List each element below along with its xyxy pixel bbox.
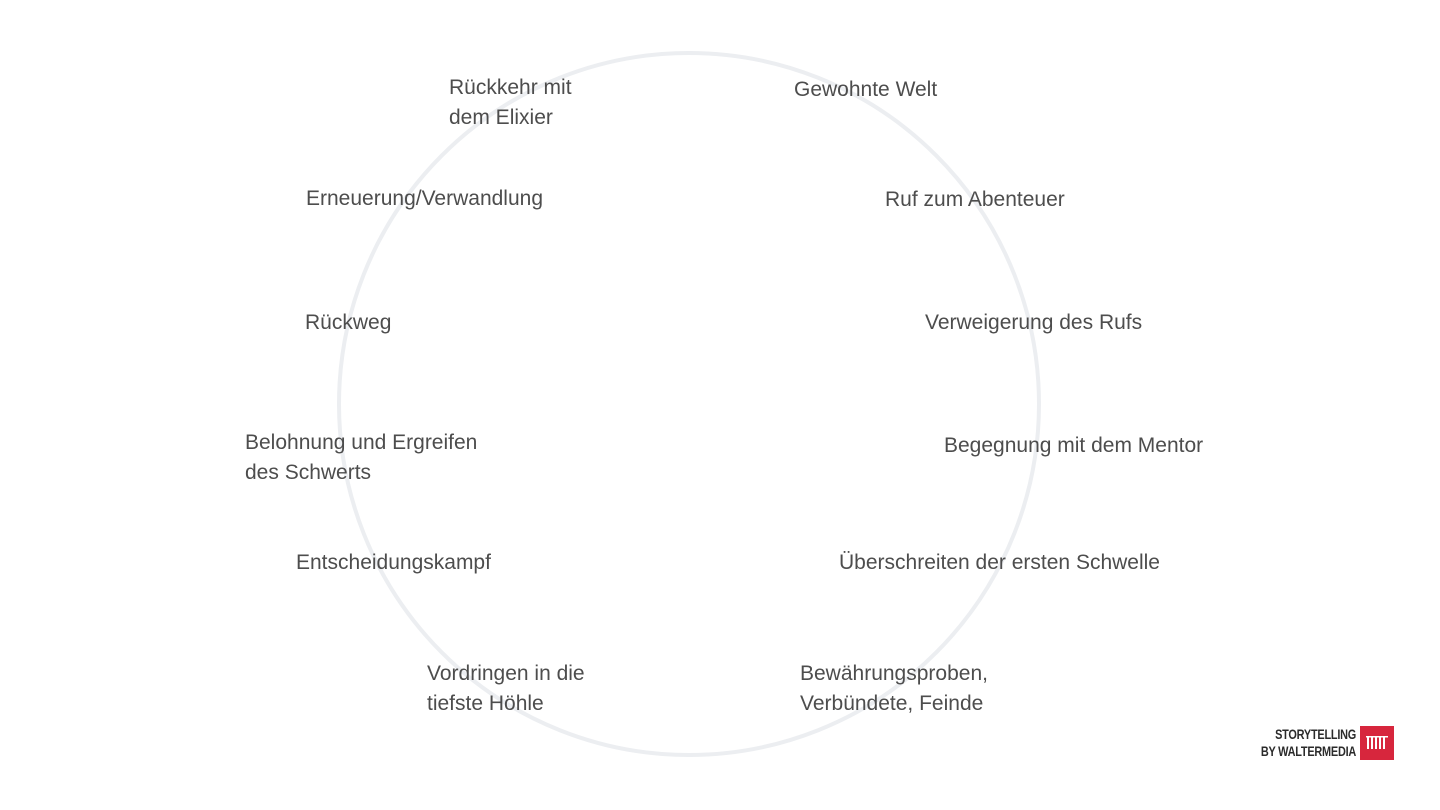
barcode-icon xyxy=(1366,736,1388,749)
stage-label-ruf-zum-abenteuer: Ruf zum Abenteuer xyxy=(885,188,1065,211)
stage-label-rueckkehr: Rückkehr mit dem Elixier xyxy=(449,76,572,129)
brand-logo-text: STORYTELLING BY WALTERMEDIA xyxy=(1260,726,1356,759)
stage-label-verweigerung: Verweigerung des Rufs xyxy=(925,311,1143,334)
stage-label-erste-schwelle: Überschreiten der ersten Schwelle xyxy=(839,551,1160,574)
stage-label-tiefste-hoehle: Vordringen in die tiefste Höhle xyxy=(427,662,585,715)
stage-label-erneuerung: Erneuerung/Verwandlung xyxy=(306,187,544,210)
journey-ring xyxy=(337,51,1041,757)
brand-mark-icon xyxy=(1360,726,1394,760)
stage-label-gewohnte-welt: Gewohnte Welt xyxy=(794,78,938,101)
stage-label-entscheidungskampf: Entscheidungskampf xyxy=(296,551,491,574)
stage-label-belohnung: Belohnung und Ergreifen des Schwerts xyxy=(245,431,478,484)
stage-label-rueckweg: Rückweg xyxy=(305,311,392,334)
brand-logo: STORYTELLING BY WALTERMEDIA xyxy=(1258,724,1398,764)
stage-label-bewaehrungsproben: Bewährungsproben, Verbündete, Feinde xyxy=(800,662,988,715)
stage-label-mentor: Begegnung mit dem Mentor xyxy=(944,434,1204,457)
